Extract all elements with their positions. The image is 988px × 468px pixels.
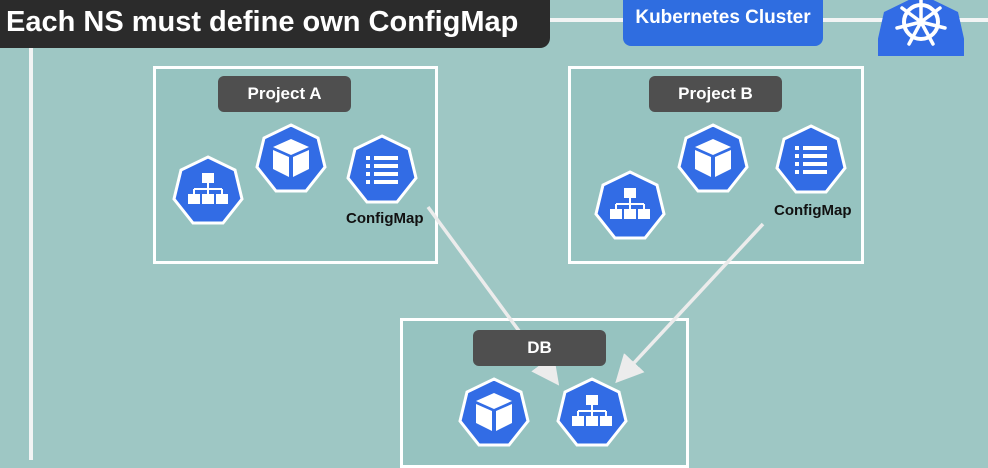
namespace-label-project-a: Project A — [218, 76, 351, 112]
service-icon — [594, 170, 666, 244]
cluster-border-left — [29, 40, 33, 460]
cluster-label: Kubernetes Cluster — [623, 0, 823, 46]
configmap-label-project-a: ConfigMap — [346, 210, 424, 227]
service-icon — [172, 155, 244, 229]
kubernetes-helm-icon — [878, 0, 964, 56]
namespace-label-db: DB — [473, 330, 606, 366]
configmap-icon — [346, 134, 418, 208]
namespace-label-project-b: Project B — [649, 76, 782, 112]
pod-icon — [255, 123, 327, 197]
service-icon — [556, 377, 628, 451]
configmap-icon — [775, 124, 847, 198]
configmap-label-project-b: ConfigMap — [774, 202, 852, 219]
pod-icon — [677, 123, 749, 197]
page-title: Each NS must define own ConfigMap — [0, 0, 550, 48]
arrow-configmap-b-to-db-service — [615, 222, 765, 384]
pod-icon — [458, 377, 530, 451]
